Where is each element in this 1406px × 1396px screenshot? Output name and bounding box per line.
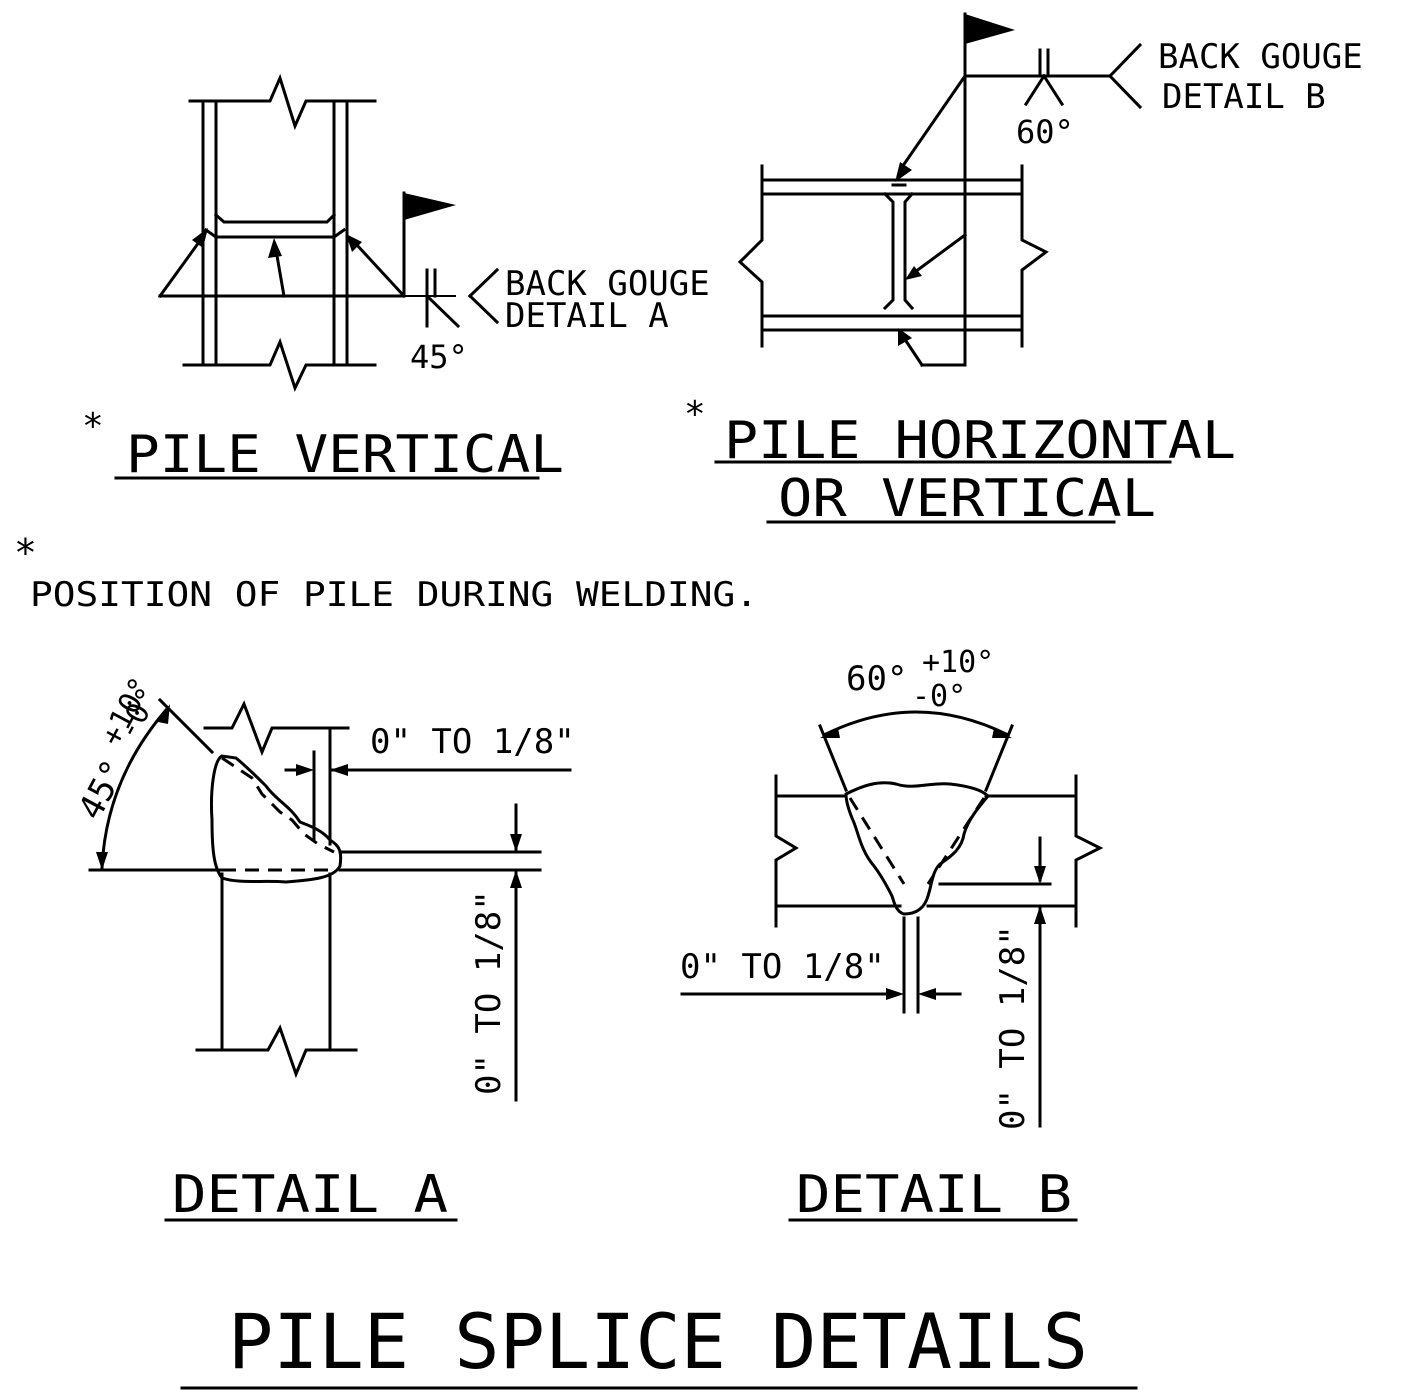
- groove-angle-label: 60°: [1016, 113, 1074, 151]
- back-gouge-label: BACK GOUGE: [505, 264, 710, 304]
- bevel-angle-label: 45°: [410, 338, 468, 376]
- detail-b-drawing: 60° +10° -0° 0" TO 1/8" 0" TO 1/8": [680, 645, 1104, 1130]
- break-line-top: [188, 73, 377, 131]
- detail-b-title: DETAIL B: [796, 1165, 1072, 1225]
- position-note: POSITION OF PILE DURING WELDING.: [30, 575, 758, 615]
- pile-horizontal-title-line2: OR VERTICAL: [778, 469, 1156, 529]
- back-gouge-detail-label-b: DETAIL B: [1162, 77, 1326, 117]
- detail-b-angle-minus: -0°: [912, 679, 966, 714]
- detail-a-drawing: 0" TO 1/8" 0" TO 1/8" 45° +10° -0°: [71, 672, 575, 1102]
- note-asterisk: *: [14, 531, 37, 575]
- asterisk-mark: *: [82, 406, 104, 447]
- detail-b-angle-plus: +10°: [922, 645, 994, 680]
- asterisk-mark-2: *: [684, 394, 706, 435]
- main-title: PILE SPLICE DETAILS: [228, 1297, 1088, 1386]
- detail-b-gap-horizontal: 0" TO 1/8": [680, 947, 885, 987]
- detail-a-gap-vertical: 0" TO 1/8": [469, 890, 509, 1095]
- detail-a-gap-top: 0" TO 1/8": [370, 722, 575, 762]
- detail-a-angle: 45°: [71, 753, 135, 826]
- field-weld-flag-icon: [404, 193, 456, 220]
- back-gouge-label-b: BACK GOUGE: [1158, 37, 1363, 77]
- break-line-bottom: [182, 337, 377, 393]
- pile-vertical-view: BACK GOUGE DETAIL A 45°: [157, 73, 710, 393]
- detail-b-angle: 60°: [846, 659, 907, 699]
- pile-vertical-title: PILE VERTICAL: [126, 425, 564, 485]
- field-weld-flag-icon-2: [965, 14, 1015, 44]
- back-gouge-detail-label: DETAIL A: [505, 296, 669, 336]
- pile-horizontal-view: BACK GOUGE DETAIL B 60°: [737, 12, 1363, 368]
- detail-b-gap-vertical: 0" TO 1/8": [993, 925, 1033, 1130]
- detail-a-title: DETAIL A: [172, 1165, 448, 1225]
